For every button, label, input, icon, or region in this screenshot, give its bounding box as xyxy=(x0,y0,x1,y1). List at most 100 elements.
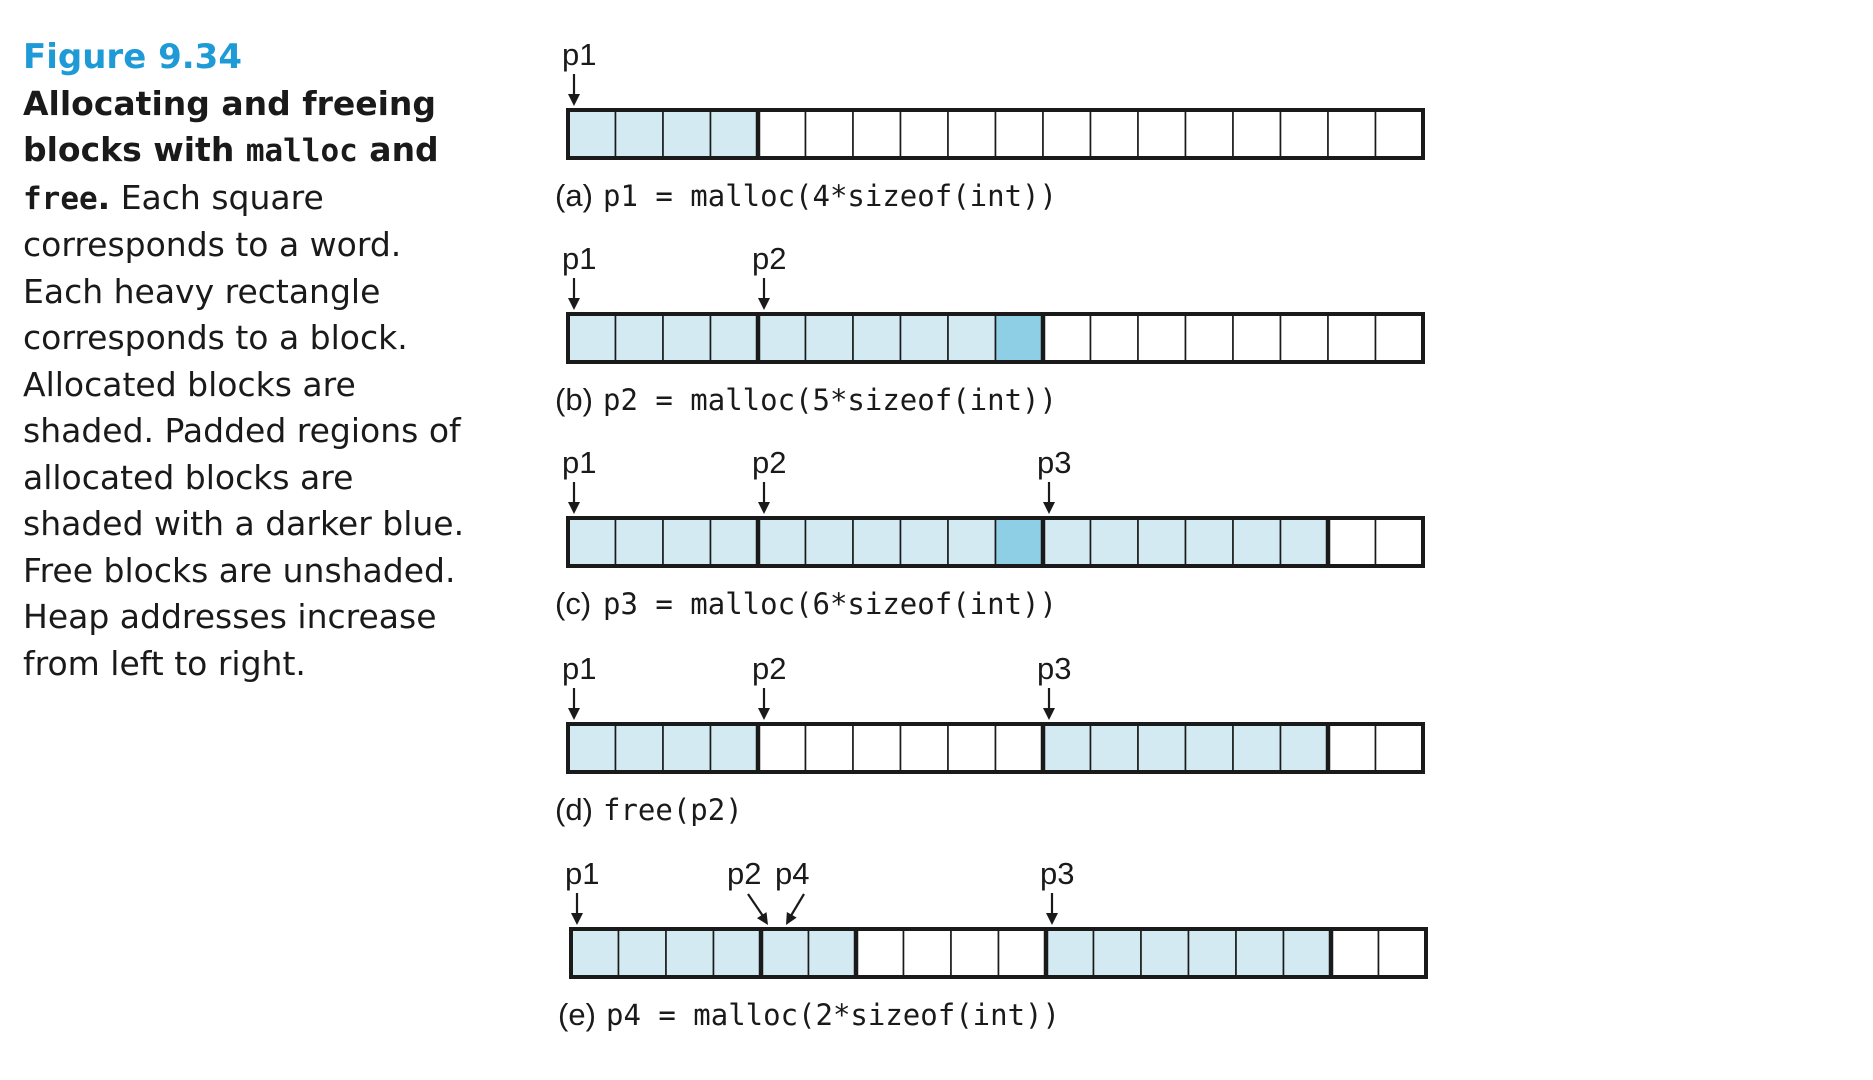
pointer-arrowhead xyxy=(758,298,770,310)
allocated-word xyxy=(1137,517,1187,567)
free-word xyxy=(1327,517,1377,567)
allocated-word xyxy=(709,517,759,567)
free-word xyxy=(1184,313,1234,363)
pointer-arrowhead xyxy=(568,94,580,106)
heap-outline xyxy=(566,722,1425,774)
allocated-word xyxy=(804,313,854,363)
allocated-word xyxy=(665,928,715,978)
panel-code: p3 = malloc(6*sizeof(int)) xyxy=(603,587,1057,621)
panel-code: free(p2) xyxy=(603,793,743,827)
allocated-word xyxy=(1279,723,1329,773)
allocated-word xyxy=(662,517,712,567)
allocated-word xyxy=(1235,928,1285,978)
free-word xyxy=(757,109,807,159)
free-word xyxy=(950,928,1000,978)
allocated-word xyxy=(1232,723,1282,773)
allocated-word xyxy=(947,313,997,363)
free-word xyxy=(1327,723,1377,773)
pointer-label-p2: p2 xyxy=(752,651,786,686)
figure-caption-text: Allocating and freeing blocks with mallo… xyxy=(23,81,473,688)
free-word xyxy=(994,723,1044,773)
caption-body: Each square corresponds to a word. Each … xyxy=(23,177,465,683)
allocated-word xyxy=(804,517,854,567)
allocated-word xyxy=(852,517,902,567)
allocated-word xyxy=(1042,723,1092,773)
free-word xyxy=(1327,313,1377,363)
caption-code-malloc: malloc xyxy=(245,133,358,169)
allocated-word xyxy=(567,313,617,363)
pointer-arrowhead xyxy=(1043,708,1055,720)
allocated-word xyxy=(662,313,712,363)
allocated-word xyxy=(1184,517,1234,567)
allocated-word xyxy=(614,723,664,773)
allocated-word xyxy=(757,313,807,363)
panel-code: p1 = malloc(4*sizeof(int)) xyxy=(603,179,1057,213)
free-word xyxy=(1089,109,1139,159)
allocated-word xyxy=(614,109,664,159)
free-word xyxy=(994,109,1044,159)
heap-outline xyxy=(569,927,1428,979)
panel-code: p2 = malloc(5*sizeof(int)) xyxy=(603,383,1057,417)
allocated-word xyxy=(614,517,664,567)
allocated-word xyxy=(567,723,617,773)
free-word xyxy=(997,928,1047,978)
free-word xyxy=(1089,313,1139,363)
allocated-word xyxy=(709,313,759,363)
free-word xyxy=(1327,109,1377,159)
allocated-word xyxy=(1140,928,1190,978)
allocated-word xyxy=(852,313,902,363)
padding-word xyxy=(994,517,1044,567)
pointer-label-p3: p3 xyxy=(1040,856,1074,891)
free-word xyxy=(947,723,997,773)
free-word xyxy=(852,723,902,773)
heap-outline xyxy=(566,516,1425,568)
allocated-word xyxy=(617,928,667,978)
padding-word xyxy=(994,313,1044,363)
pointer-label-p2: p2 xyxy=(752,241,786,276)
heap-panel-a: p1(a)p1 = malloc(4*sizeof(int)) xyxy=(555,37,1425,213)
free-word xyxy=(1232,313,1282,363)
allocated-word xyxy=(570,928,620,978)
allocated-word xyxy=(712,928,762,978)
allocated-word xyxy=(567,517,617,567)
free-word xyxy=(1374,109,1424,159)
allocated-word xyxy=(757,517,807,567)
figure-label: Figure 9.34 xyxy=(23,37,242,77)
allocated-word xyxy=(1042,517,1092,567)
free-word xyxy=(899,109,949,159)
free-word xyxy=(1184,109,1234,159)
allocated-word xyxy=(1137,723,1187,773)
allocated-word xyxy=(947,517,997,567)
pointer-label-p3: p3 xyxy=(1037,445,1071,480)
free-word xyxy=(1374,517,1424,567)
allocated-word xyxy=(1282,928,1332,978)
allocated-word xyxy=(807,928,857,978)
allocated-word xyxy=(709,109,759,159)
free-word xyxy=(1374,313,1424,363)
pointer-arrowhead xyxy=(758,708,770,720)
free-word xyxy=(852,109,902,159)
pointer-arrowhead xyxy=(756,912,768,925)
panel-code: p4 = malloc(2*sizeof(int)) xyxy=(606,998,1060,1032)
allocated-word xyxy=(1279,517,1329,567)
free-word xyxy=(855,928,905,978)
allocated-word xyxy=(899,517,949,567)
pointer-arrowhead xyxy=(1043,502,1055,514)
free-word xyxy=(804,723,854,773)
heap-outline xyxy=(566,108,1425,160)
pointer-label-p1: p1 xyxy=(562,37,596,72)
free-word xyxy=(1137,109,1187,159)
figure-caption: Figure 9.34 Allocating and freeing block… xyxy=(23,34,473,687)
free-word xyxy=(1232,109,1282,159)
free-word xyxy=(899,723,949,773)
panel-letter: (c) xyxy=(555,586,591,621)
free-word xyxy=(1279,313,1329,363)
free-word xyxy=(1279,109,1329,159)
allocated-word xyxy=(1232,517,1282,567)
pointer-label-p1: p1 xyxy=(562,241,596,276)
free-word xyxy=(1042,313,1092,363)
caption-title-and: and xyxy=(369,130,439,169)
